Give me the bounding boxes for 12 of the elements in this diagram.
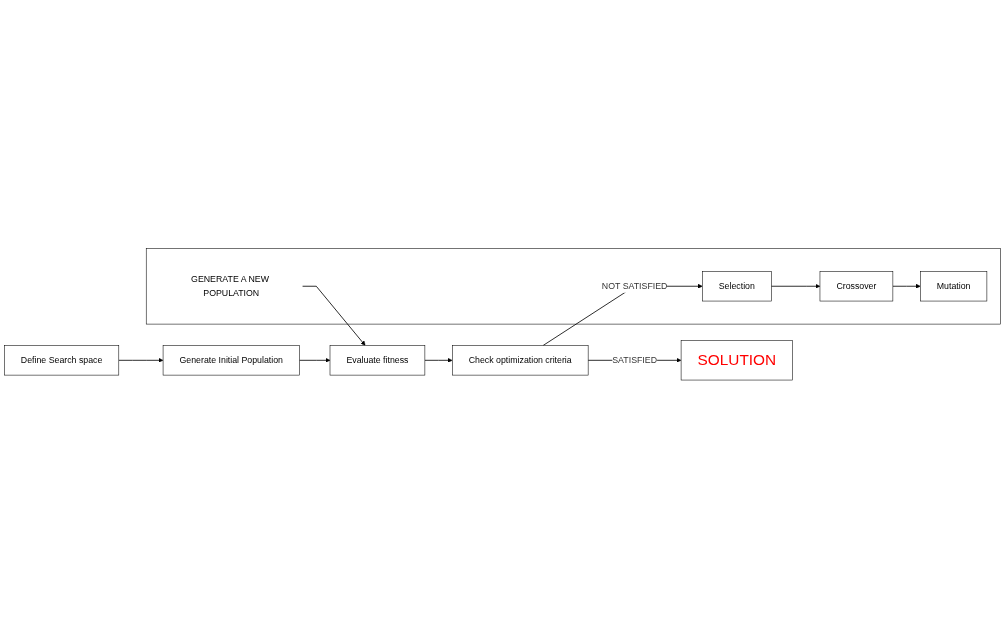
node-box: Check optimization criteria bbox=[452, 345, 589, 376]
cluster bbox=[145, 248, 1001, 325]
node-box: Selection bbox=[702, 271, 772, 302]
node-text: GENERATE A NEW POPULATION bbox=[191, 275, 269, 298]
edge-label: NOT SATISFIED bbox=[601, 281, 668, 291]
node-box: Generate Initial Population bbox=[162, 345, 300, 376]
edge-label: SATISFIED bbox=[612, 355, 657, 365]
node-box: Mutation bbox=[920, 271, 988, 302]
node-box: Evaluate fitness bbox=[329, 345, 426, 376]
node-box: SOLUTION bbox=[680, 340, 793, 381]
node-box: Define Search space bbox=[4, 345, 120, 376]
node-box: Crossover bbox=[819, 271, 894, 302]
